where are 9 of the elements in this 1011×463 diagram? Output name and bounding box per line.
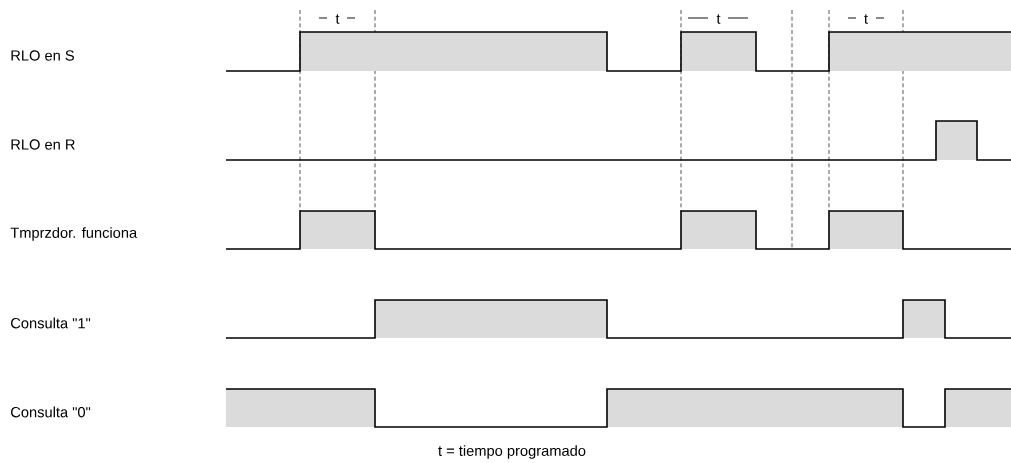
signal-name: RLO en R [11, 139, 75, 150]
caption: t = tiempo programado [438, 445, 586, 459]
signal-name: RLO en S [11, 50, 74, 61]
signal-name: Consulta "1" [11, 317, 91, 329]
time-label: t [716, 14, 721, 24]
time-label: t [335, 14, 340, 24]
signal-name: Consulta "0" [11, 406, 91, 418]
signal-name: Tmprzdor. funciona [10, 227, 138, 241]
time-label: t [864, 14, 868, 24]
